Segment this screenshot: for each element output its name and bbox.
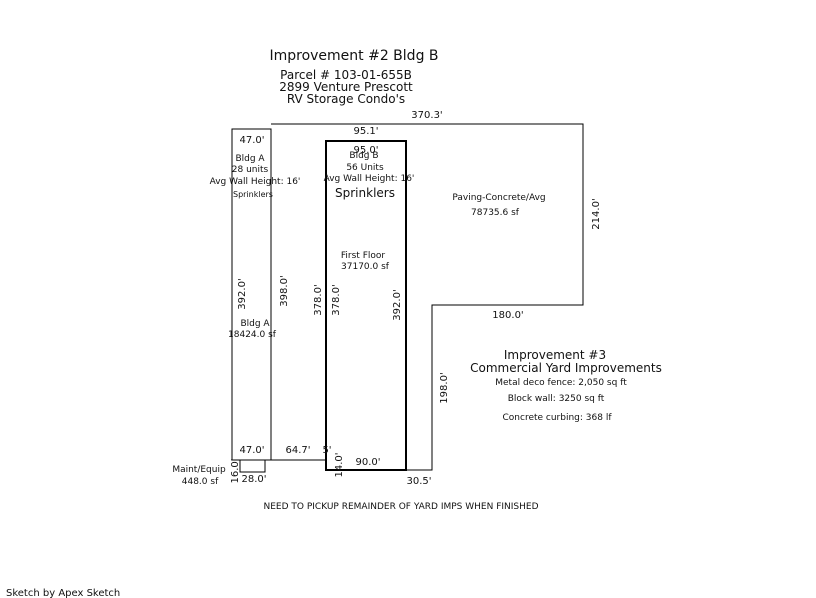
sketch-note: NEED TO PICKUP REMAINDER OF YARD IMPS WH… (263, 502, 538, 512)
dim-maint-height: 16.0' (230, 458, 241, 483)
dim-bldg-b-outer-left: 378.0' (313, 284, 324, 315)
dim-bldg-b-right: 392.0' (392, 289, 403, 320)
dim-bldg-b-inner-top: 95.0' (353, 145, 378, 156)
property-address: 2899 Venture Prescott (279, 80, 413, 94)
bldg-a-name: Bldg A (235, 154, 265, 164)
bldg-b-units: 56 Units (346, 163, 384, 173)
dim-bldg-a-bottom: 47.0' (239, 445, 264, 456)
dim-corridor-left: 398.0' (279, 275, 290, 306)
improvement3-item: Concrete curbing: 368 lf (503, 413, 613, 423)
improvement3-item: Metal deco fence: 2,050 sq ft (495, 378, 627, 388)
paving-label: Paving-Concrete/Avg (452, 193, 545, 203)
bldg-a-wall-height: Avg Wall Height: 16' (210, 177, 301, 187)
bldg-a-area: 18424.0 sf (228, 330, 277, 340)
maint-equip-outline (239, 459, 266, 473)
dim-right-height: 214.0' (591, 198, 602, 229)
bldg-a-units: 28 units (232, 165, 269, 175)
improvement3-subtitle: Commercial Yard Improvements (470, 361, 662, 375)
improvement3-title: Improvement #3 (504, 348, 606, 362)
bldg-b-outline (325, 140, 407, 471)
paving-area: 78735.6 sf (471, 208, 520, 218)
bldg-b-sprinklers: Sprinklers (335, 186, 395, 200)
dim-small-vertical: 14.0' (334, 452, 345, 477)
dim-bldg-b-bottom: 90.0' (355, 457, 380, 468)
bldg-a-sprinklers: Sprinklers (233, 190, 273, 199)
dim-bldg-a-top: 47.0' (239, 135, 264, 146)
parcel-number: Parcel # 103-01-655B (280, 68, 412, 82)
dim-bldg-b-outer-top: 95.1' (353, 126, 378, 137)
bldg-a-area-name: Bldg A (240, 319, 270, 329)
maint-area: 448.0 sf (182, 477, 219, 487)
dim-tick-mark: 5' (322, 445, 331, 456)
dim-step-vertical: 198.0' (439, 372, 450, 403)
improvement3-item: Block wall: 3250 sq ft (508, 394, 605, 404)
maint-label: Maint/Equip (172, 465, 226, 475)
dim-corridor-bottom: 64.7' (285, 445, 310, 456)
sketch-footer: Sketch by Apex Sketch (6, 588, 120, 598)
dim-bottom-right: 30.5' (406, 476, 431, 487)
bldg-b-name: Bldg B (349, 151, 378, 161)
dim-step-horizontal: 180.0' (492, 310, 523, 321)
sketch-title: Improvement #2 Bldg B (269, 48, 438, 64)
property-description: RV Storage Condo's (287, 92, 405, 106)
dim-bldg-b-inner-left: 378.0' (331, 284, 342, 315)
dim-maint-width: 28.0' (241, 474, 266, 485)
bldg-b-wall-height: Avg Wall Height: 16' (324, 174, 415, 184)
dim-top-overall: 370.3' (411, 110, 442, 121)
bldg-b-area: 37170.0 sf (341, 262, 390, 272)
bldg-b-floor: First Floor (341, 251, 385, 261)
dim-bldg-a-left: 392.0' (237, 278, 248, 309)
